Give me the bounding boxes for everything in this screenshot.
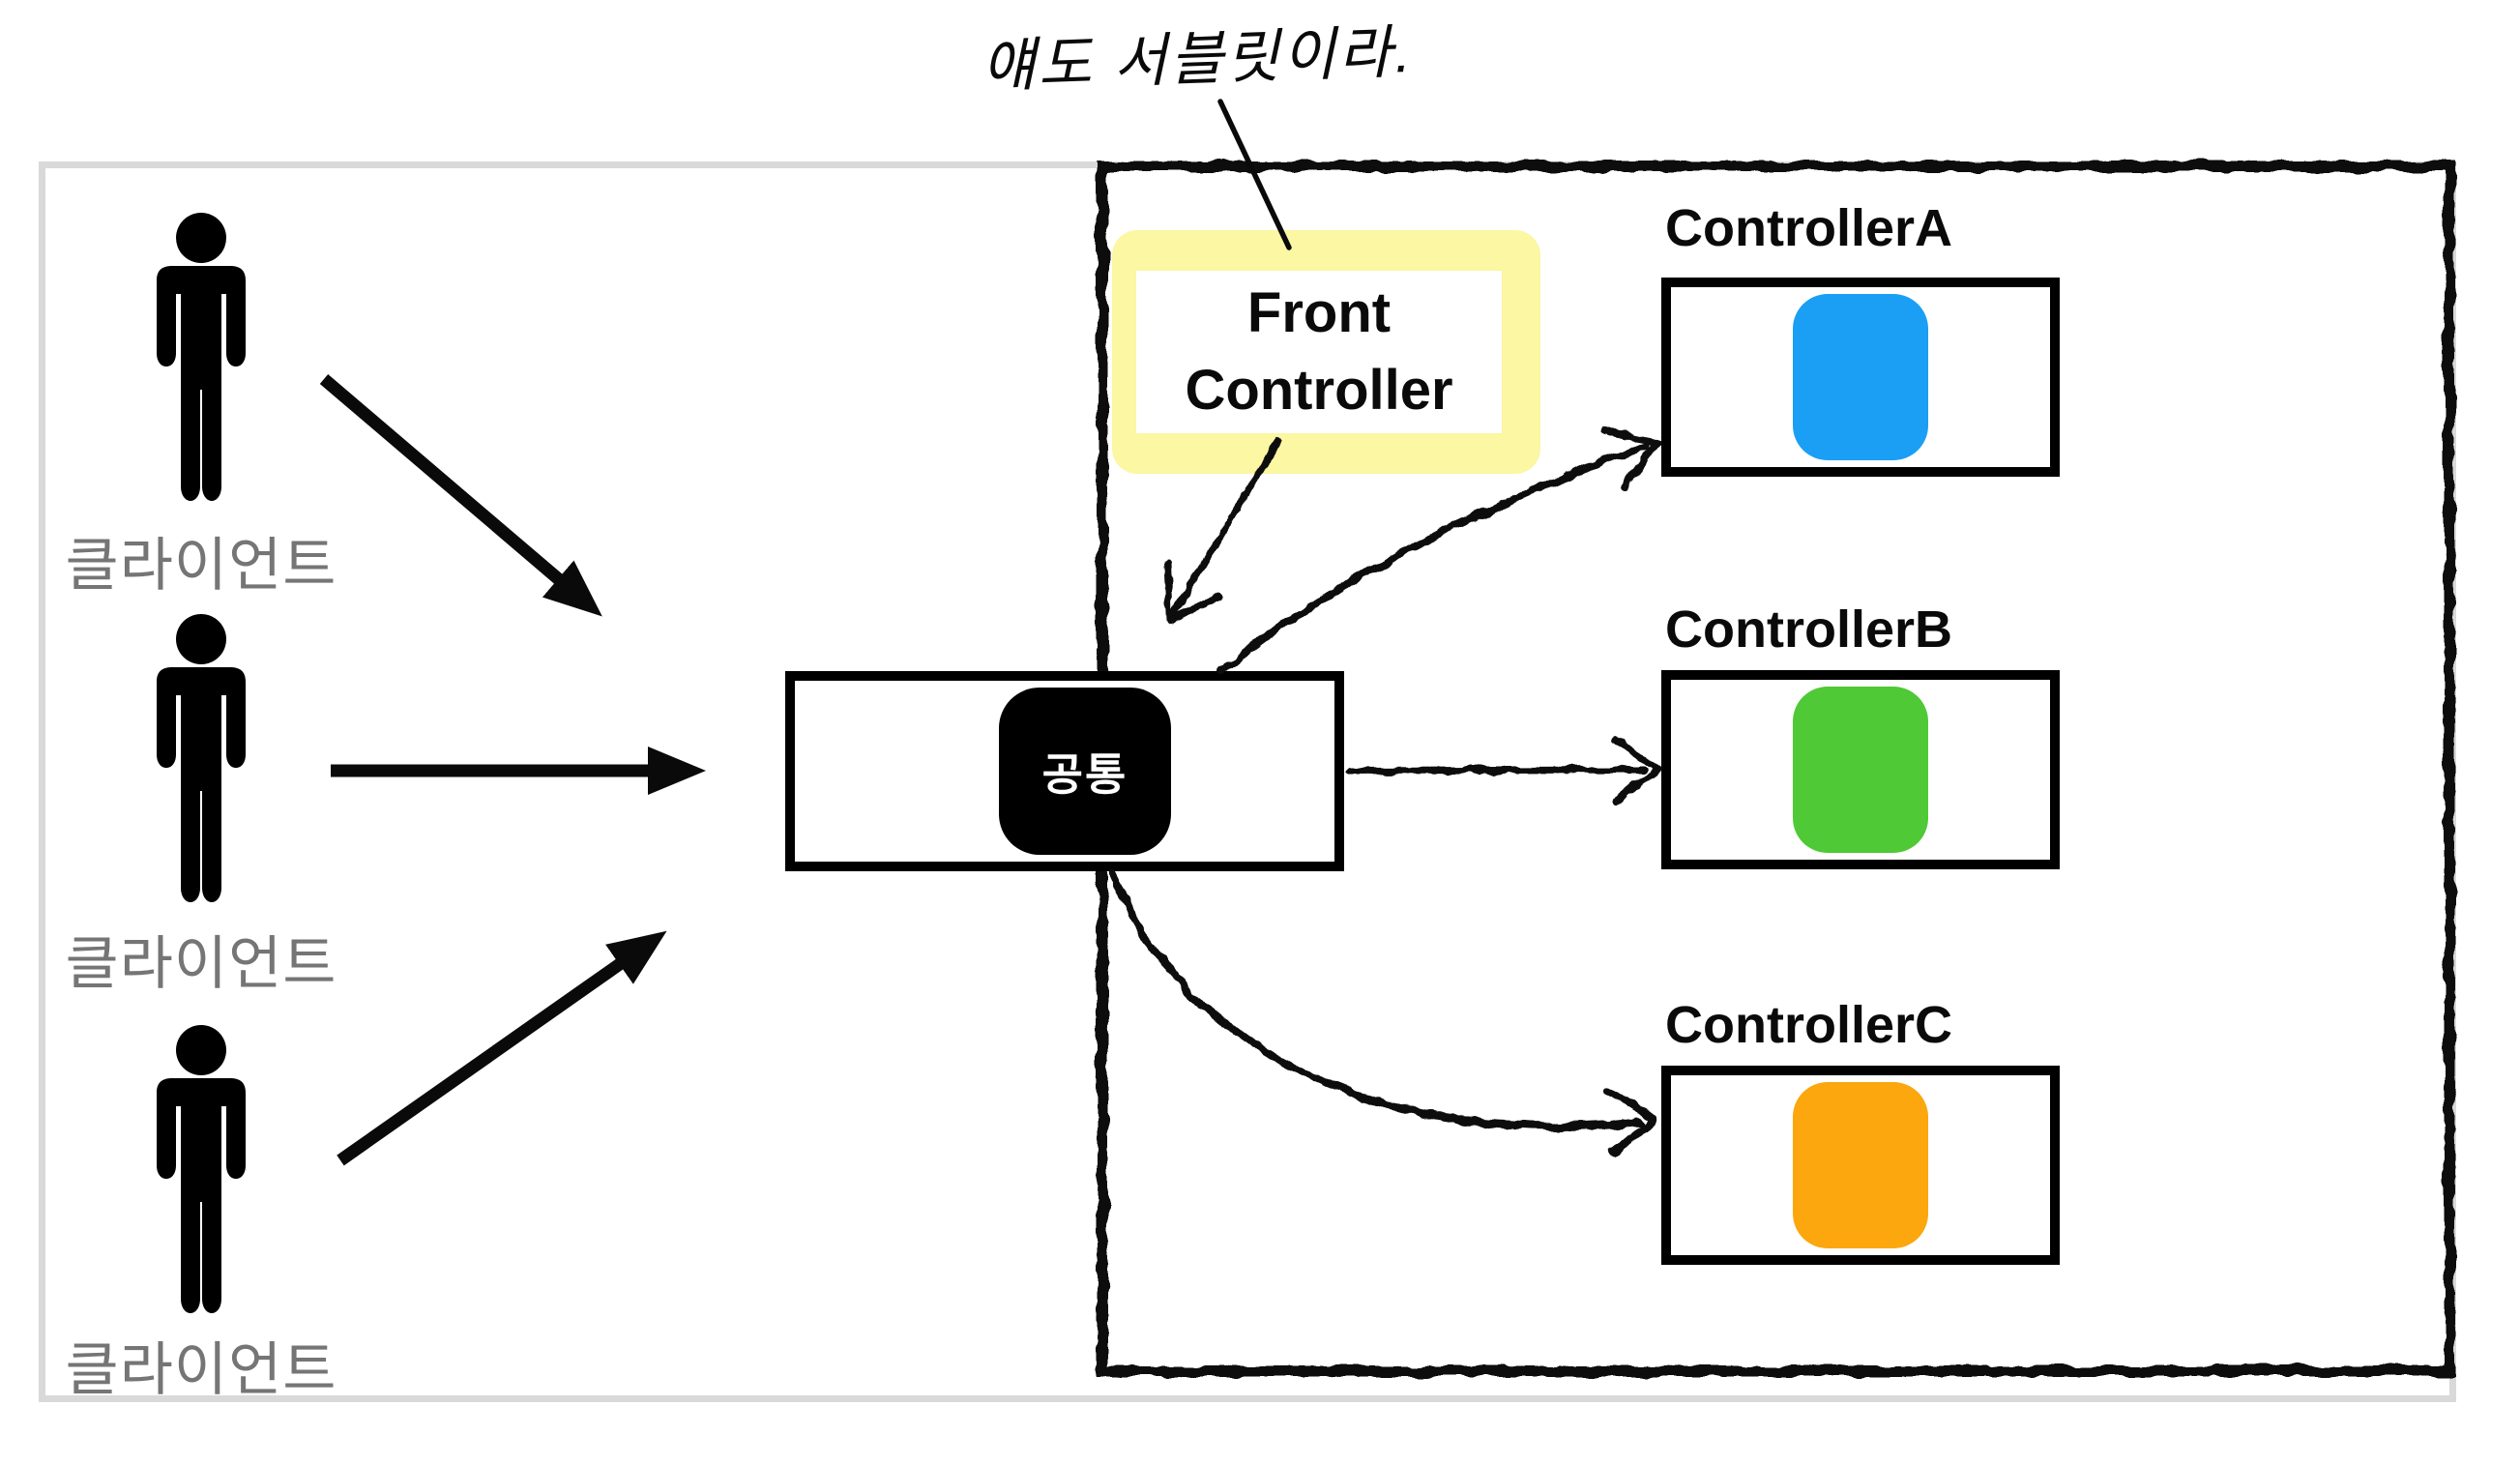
common-square: 공통 xyxy=(999,688,1171,855)
controller-b-square xyxy=(1793,687,1928,853)
common-label: 공통 xyxy=(1041,748,1128,800)
client-person-icon xyxy=(157,614,246,902)
controller-a-box xyxy=(1661,278,2060,477)
front-controller-highlight: Front Controller xyxy=(1112,230,1540,474)
controller-a-square xyxy=(1793,294,1928,460)
front-controller-line2: Controller xyxy=(1185,359,1453,422)
front-controller-label: Front Controller xyxy=(1136,271,1502,433)
client-label: 클라이언트 xyxy=(65,931,337,996)
controller-b-box xyxy=(1661,670,2060,869)
front-controller-line1: Front xyxy=(1246,280,1392,344)
client-label: 클라이언트 xyxy=(65,1337,337,1402)
client-person-icon xyxy=(157,1025,246,1313)
client-label: 클라이언트 xyxy=(65,533,337,598)
controller-c-title: ControllerC xyxy=(1665,996,1952,1054)
common-handler-box: 공통 xyxy=(785,671,1344,871)
controller-b-title: ControllerB xyxy=(1665,601,1952,659)
handwritten-annotation: 얘도 서블릿이라. xyxy=(981,18,1415,100)
controller-c-square xyxy=(1793,1082,1928,1248)
controller-c-box xyxy=(1661,1066,2060,1265)
controller-a-title: ControllerA xyxy=(1665,199,1952,257)
client-person-icon xyxy=(157,213,246,501)
